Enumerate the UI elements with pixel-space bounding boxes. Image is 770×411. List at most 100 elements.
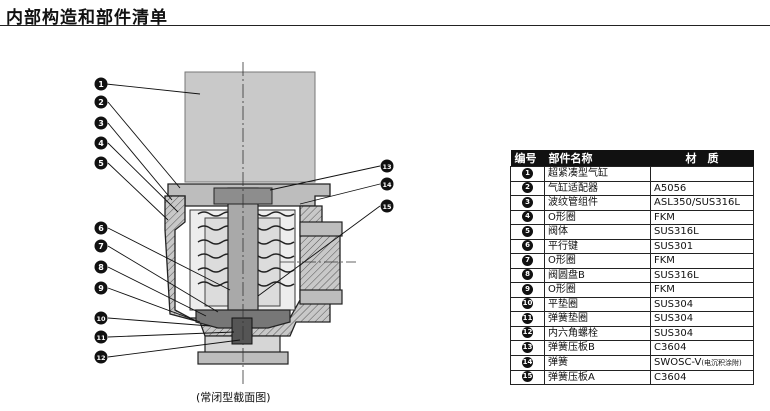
cylinder-body (184, 71, 316, 183)
callout-8: 8 (94, 260, 108, 274)
material-text: ASL350/SUS316L (654, 197, 740, 209)
material-text: SUS304 (654, 313, 694, 325)
callout-label: 4 (98, 139, 104, 148)
leader-lines (105, 83, 381, 358)
part-number-badge: 13 (522, 341, 533, 353)
material-text: SUS316L (654, 269, 699, 281)
part-number-badge: 6 (522, 240, 533, 252)
part-name-cell: 超紧凑型气缸 (544, 166, 651, 182)
part-number-cell: 14 (510, 354, 545, 371)
port-flange-top (299, 221, 343, 237)
material-text: SUS304 (654, 327, 694, 339)
callout-label: 10 (96, 315, 106, 323)
part-number-badge: 11 (522, 312, 533, 324)
header-number: 编号 (510, 150, 545, 167)
callout-label: 9 (98, 284, 104, 293)
diagram-caption: (常闭型截面图) (196, 391, 271, 404)
callout-label: 2 (98, 98, 104, 107)
title-divider (0, 25, 770, 26)
material-cell: FKM (650, 282, 754, 298)
callout-label: 7 (98, 242, 104, 251)
material-cell: FKM (650, 253, 754, 269)
material-cell: A5056 (650, 180, 754, 196)
part-name-cell: 弹簧 (544, 354, 651, 371)
material-cell: SUS304 (650, 296, 754, 312)
part-number-cell: 4 (510, 209, 545, 225)
page-title: 内部构造和部件清单 (6, 8, 168, 28)
part-name-cell: O形圈 (544, 209, 651, 225)
part-number-cell: 15 (510, 369, 545, 385)
part-name-cell: 气缸适配器 (544, 180, 651, 196)
part-number-cell: 7 (510, 253, 545, 269)
callout-label: 8 (98, 263, 104, 272)
part-name-cell: 内六角螺栓 (544, 325, 651, 341)
part-number-badge: 12 (522, 327, 533, 339)
part-number-badge: 1 (522, 167, 533, 179)
callout-11: 11 (94, 330, 108, 344)
part-name-cell: 弹簧压板A (544, 369, 651, 385)
table-row: 1 超紧凑型气缸 (510, 166, 754, 182)
part-number-cell: 8 (510, 267, 545, 283)
material-text: SUS304 (654, 298, 694, 310)
material-cell: SUS304 (650, 325, 754, 341)
callout-15: 15 (380, 199, 394, 213)
callout-label: 12 (96, 354, 105, 362)
part-number-cell: 10 (510, 296, 545, 312)
callout-4: 4 (94, 136, 108, 150)
material-cell: SWOSC-V(电沉积涂附) (650, 354, 754, 371)
callout-5: 5 (94, 156, 108, 170)
part-number-cell: 12 (510, 325, 545, 341)
callout-9: 9 (94, 281, 108, 295)
callout-14: 14 (380, 177, 394, 191)
part-number-cell: 9 (510, 282, 545, 298)
material-text: C3604 (654, 371, 687, 383)
callout-label: 1 (98, 80, 104, 89)
table-header-row: 编号 部件名称 材 质 (510, 150, 754, 167)
part-name-cell: 阀圆盘B (544, 267, 651, 283)
callout-3: 3 (94, 116, 108, 130)
material-cell: SUS316L (650, 267, 754, 283)
material-text: FKM (654, 255, 675, 267)
part-name-cell: O形圈 (544, 282, 651, 298)
material-cell: C3604 (650, 369, 754, 385)
part-number-cell: 1 (510, 166, 545, 182)
port-flange-bottom (299, 289, 343, 305)
hex-bolt (231, 317, 253, 345)
part-name-cell: 阀体 (544, 224, 651, 240)
callout-2: 2 (94, 95, 108, 109)
callout-6: 6 (94, 221, 108, 235)
part-number-cell: 5 (510, 224, 545, 240)
part-name-cell: 平垫圈 (544, 296, 651, 312)
part-number-cell: 3 (510, 195, 545, 211)
part-name-cell: 平行键 (544, 238, 651, 254)
material-text: SUS301 (654, 240, 694, 252)
material-cell: SUS301 (650, 238, 754, 254)
material-cell: FKM (650, 209, 754, 225)
part-number-badge: 4 (522, 211, 533, 223)
callout-7: 7 (94, 239, 108, 253)
part-number-badge: 10 (522, 298, 533, 310)
material-cell: C3604 (650, 340, 754, 356)
callout-label: 3 (98, 119, 104, 128)
part-name-cell: 波纹管组件 (544, 195, 651, 211)
part-number-badge: 2 (522, 182, 533, 194)
callout-label: 6 (98, 224, 104, 233)
callout-label: 5 (98, 159, 104, 168)
part-number-badge: 7 (522, 254, 533, 266)
part-number-badge: 15 (522, 371, 533, 383)
part-number-badge: 9 (522, 283, 533, 295)
material-text: C3604 (654, 342, 687, 354)
callout-label: 13 (382, 163, 391, 171)
